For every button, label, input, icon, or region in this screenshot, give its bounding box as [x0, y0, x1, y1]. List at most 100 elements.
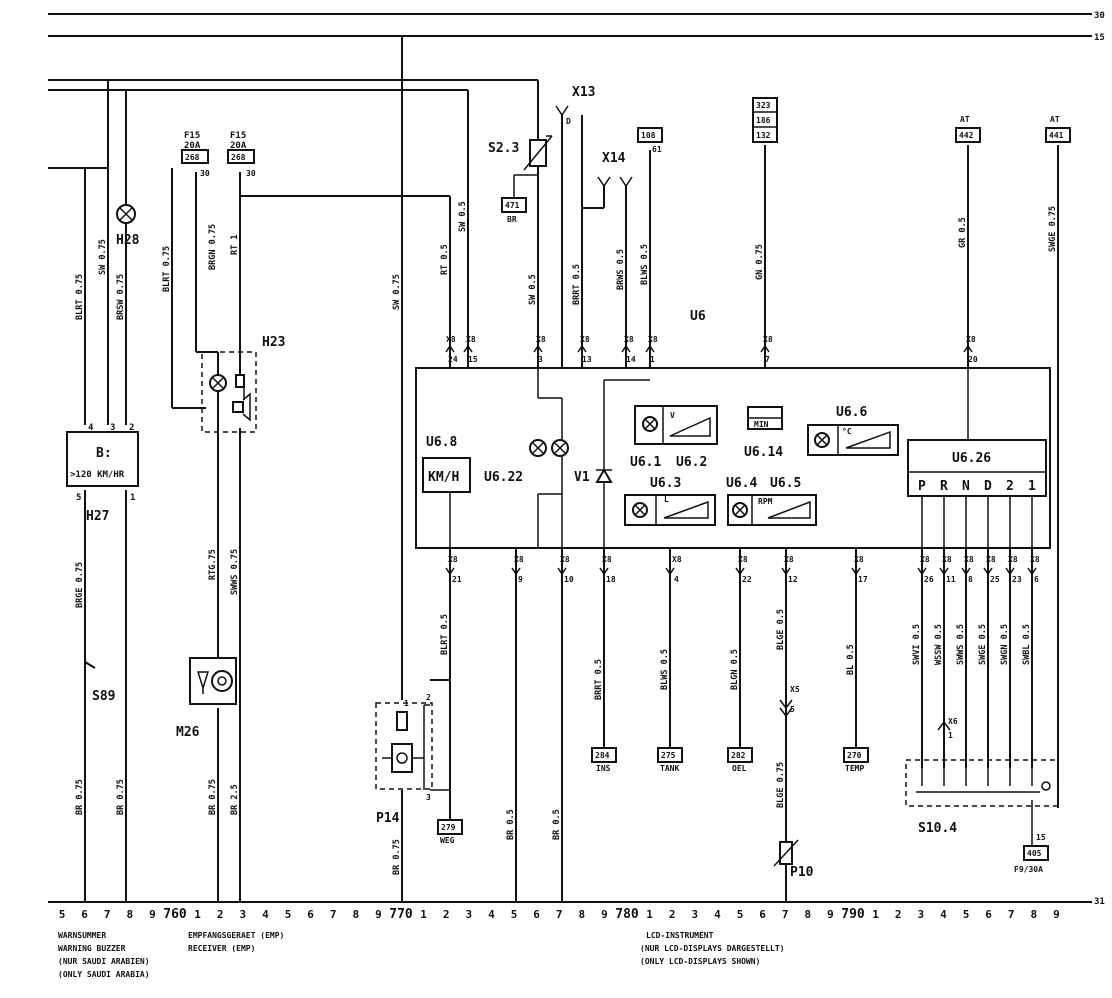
svg-text:(ONLY LCD-DISPLAYS SHOWN): (ONLY LCD-DISPLAYS SHOWN)	[640, 957, 760, 966]
grid-number: 4	[940, 908, 947, 921]
wire-label: BRSW 0.75	[116, 274, 126, 320]
rail-30-label: 30	[1094, 11, 1105, 21]
wire-label: GR 0.5	[958, 217, 968, 248]
svg-text:P14: P14	[376, 811, 400, 826]
svg-text:X8: X8	[448, 555, 458, 564]
wire-label: RTG.75	[208, 549, 218, 580]
h23-label: H23	[262, 335, 285, 350]
svg-text:X8: X8	[624, 335, 634, 344]
svg-text:X8: X8	[560, 555, 570, 564]
grid-number: 9	[375, 908, 382, 921]
svg-text:6: 6	[1034, 575, 1039, 584]
wire-label: BR 0.75	[208, 779, 218, 815]
svg-text:2: 2	[426, 693, 431, 702]
svg-text:RPM: RPM	[758, 497, 773, 506]
grid-number: 8	[578, 908, 585, 921]
svg-text:442: 442	[959, 131, 974, 140]
svg-text:X8: X8	[514, 555, 524, 564]
svg-text:2: 2	[1006, 479, 1014, 494]
fuse-pin: 30	[200, 169, 210, 178]
s2-3-sensor: 471 BR S2.3	[488, 135, 553, 224]
svg-text:U6.2: U6.2	[676, 455, 707, 470]
grid-number: 7	[1008, 908, 1015, 921]
grid-number: 3	[239, 908, 246, 921]
svg-text:X8: X8	[920, 555, 930, 564]
svg-text:X8: X8	[964, 555, 974, 564]
svg-text:5: 5	[790, 705, 795, 714]
wire-label: BR 2.5	[230, 784, 240, 815]
grid-number: 2	[217, 908, 224, 921]
grid-number: 1	[420, 908, 427, 921]
wire-label: SW 0.5	[458, 201, 468, 232]
grid-number: 2	[895, 908, 902, 921]
svg-text:RECEIVER (EMP): RECEIVER (EMP)	[188, 944, 255, 953]
svg-text:TEMP: TEMP	[845, 764, 864, 773]
svg-text:U6.6: U6.6	[836, 405, 867, 420]
wire-label: SWBL 0.5	[1022, 624, 1032, 665]
grid-number: 4	[714, 908, 721, 921]
svg-text:KM/H: KM/H	[428, 470, 459, 485]
wire-label: BLRT 0.5	[440, 614, 450, 655]
h23-receiver: H23	[201, 335, 285, 433]
svg-text:R: R	[940, 479, 948, 494]
svg-text:U6.5: U6.5	[770, 476, 801, 491]
wires-middle	[401, 36, 1059, 902]
ref-323-186-132: 323 186 132	[752, 97, 778, 143]
footnote-right: LCD-INSTRUMENT (NUR LCD-DISPLAYS DARGEST…	[640, 931, 785, 966]
svg-text:23: 23	[1012, 575, 1022, 584]
wire-labels: BLRT 0.75 SW 0.75 BRSW 0.75 BLRT 0.75 BR…	[75, 201, 1058, 875]
grid-number: 7	[782, 908, 789, 921]
svg-text:22: 22	[742, 575, 752, 584]
h27-pin: 2	[129, 423, 134, 433]
svg-text:X8: X8	[466, 335, 476, 344]
grid-number: 6	[533, 908, 540, 921]
grid-number: 6	[985, 908, 992, 921]
wire-label: BRRT 0.5	[572, 264, 582, 305]
footnote-middle: EMPFANGSGERAET (EMP) RECEIVER (EMP)	[188, 931, 284, 953]
wire-label: BLGN 0.5	[730, 649, 740, 690]
svg-text:X8: X8	[1030, 555, 1040, 564]
m26-label: M26	[176, 725, 200, 740]
grid-number: 6	[81, 908, 88, 921]
grid-number: 7	[104, 908, 111, 921]
svg-text:441: 441	[1049, 131, 1064, 140]
grid-number: 9	[601, 908, 608, 921]
svg-text:P: P	[918, 479, 926, 494]
grid-number: 790	[841, 907, 865, 922]
svg-text:284: 284	[595, 751, 610, 760]
svg-text:1: 1	[1028, 479, 1036, 494]
grid-number: 6	[759, 908, 766, 921]
wire-label: BRWS 0.5	[616, 249, 626, 290]
wire-label: BLWS 0.5	[660, 649, 670, 690]
v1-diode: V1	[574, 379, 650, 548]
u6-8-speedometer: U6.8 KM/H	[422, 435, 471, 548]
u6-label: U6	[690, 309, 706, 324]
svg-text:L: L	[664, 495, 669, 504]
grid-number: 8	[352, 908, 359, 921]
svg-text:X8: X8	[784, 555, 794, 564]
grid-number: 7	[330, 908, 337, 921]
svg-text:17: 17	[858, 575, 868, 584]
wire-label: GN 0.75	[755, 244, 765, 280]
grid-number: 3	[917, 908, 924, 921]
svg-text:270: 270	[847, 751, 862, 760]
grid-number: 8	[1030, 908, 1037, 921]
grid-number: 1	[872, 908, 879, 921]
s89-label: S89	[92, 689, 115, 704]
u6-14-min-display: MIN U6.14	[744, 406, 783, 460]
svg-text:U6.26: U6.26	[952, 451, 991, 466]
wire-label: SW 0.5	[528, 274, 538, 305]
ref-275: 275 TANK	[657, 747, 683, 773]
grid-number: 780	[615, 907, 639, 922]
svg-text:TANK: TANK	[660, 764, 679, 773]
wire-label: BLRT 0.75	[162, 246, 172, 292]
svg-text:U6.3: U6.3	[650, 476, 681, 491]
grid-number: 760	[163, 907, 187, 922]
svg-text:11: 11	[946, 575, 956, 584]
wire-label: BR 0.75	[392, 839, 402, 875]
m26-motor: M26	[176, 657, 237, 740]
ref-279: 279 WEG	[437, 819, 463, 845]
svg-text:N: N	[962, 479, 970, 494]
h27-pin: 3	[110, 423, 115, 433]
s89-switch: S89	[84, 661, 115, 704]
